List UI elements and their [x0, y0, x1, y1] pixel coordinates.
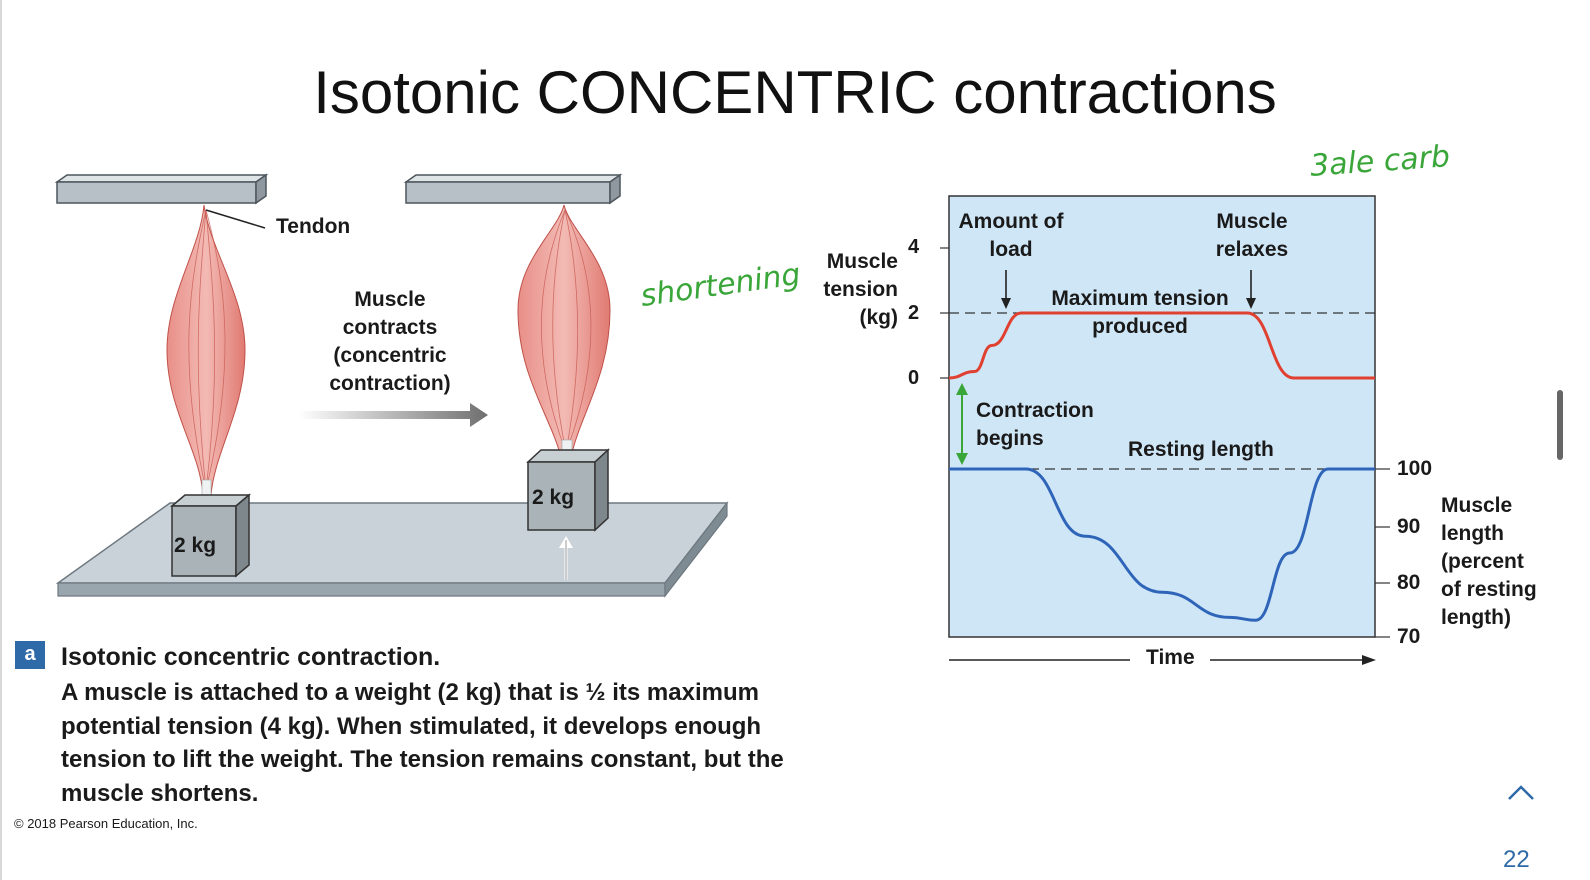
annotation-amount-of-load: Amount of load: [950, 208, 1072, 264]
axis-label-line: of resting: [1441, 578, 1537, 601]
contraction-arrow: [298, 403, 488, 427]
axis-label-line: tension: [823, 278, 898, 301]
scrollbar-thumb[interactable]: [1557, 390, 1563, 460]
caption-heading: Isotonic concentric contraction.: [61, 643, 441, 671]
annotation-line: produced: [1092, 315, 1188, 338]
figure-badge: a: [15, 641, 45, 669]
contraction-label-line: (concentric: [333, 344, 447, 367]
left-support-bar: [56, 181, 257, 204]
scroll-up-chevron-icon[interactable]: [1506, 782, 1536, 804]
tick-label-left: 2: [908, 302, 920, 324]
contracted-muscle: [517, 204, 611, 458]
annotation-max-tension: Maximum tension produced: [1040, 285, 1240, 341]
contraction-label-line: Muscle: [354, 288, 426, 311]
tendon-label: Tendon: [276, 215, 351, 238]
axis-label-line: Muscle: [826, 250, 898, 273]
chart-right-axis-label: Muscle length (percent of resting length…: [1441, 492, 1537, 632]
right-support-bar: [405, 181, 611, 204]
annotation-line: begins: [976, 427, 1044, 450]
weight-left-block: [171, 505, 237, 577]
tension-length-chart: [940, 195, 1390, 665]
copyright-notice: © 2018 Pearson Education, Inc.: [14, 816, 198, 831]
page-title: Isotonic CONCENTRIC contractions: [313, 59, 1277, 126]
contraction-label-line: contracts: [342, 316, 438, 339]
tick-label-right: 70: [1397, 625, 1421, 648]
annotation-line: load: [989, 238, 1033, 261]
tick-label-left: 4: [908, 236, 920, 258]
axis-label-line: length: [1441, 522, 1504, 545]
axis-label-line: (kg): [859, 306, 899, 329]
axis-label-line: (percent: [1441, 550, 1524, 573]
weight-left-label: 2 kg: [174, 534, 217, 557]
contraction-label-line: contraction): [329, 372, 451, 395]
annotation-muscle-relaxes: Muscle relaxes: [1196, 208, 1308, 264]
annotation-line: relaxes: [1215, 238, 1289, 261]
chart-plot-area: [948, 195, 1376, 638]
chart-x-axis-label: Time: [1146, 646, 1195, 669]
handwritten-note-carb: 3ale carb: [1308, 139, 1452, 184]
tick-label-right: 90: [1397, 515, 1421, 538]
caption-body: A muscle is attached to a weight (2 kg) …: [61, 679, 784, 807]
series-line-muscle-length: [949, 467, 1375, 622]
annotation-line: Amount of: [958, 210, 1064, 233]
contraction-label: Muscle contracts (concentric contraction…: [300, 286, 480, 398]
tick-label-right: 100: [1397, 457, 1433, 480]
axis-label-line: Muscle: [1441, 494, 1513, 517]
chart-left-axis-label: Muscle tension (kg): [812, 248, 898, 332]
annotation-line: Contraction: [976, 399, 1094, 422]
window-edge: [0, 0, 2, 880]
annotation-line: Maximum tension: [1051, 287, 1229, 310]
annotation-resting-length: Resting length: [1128, 438, 1274, 461]
muscle-illustration: [54, 173, 729, 598]
page-number: 22: [1503, 846, 1530, 873]
annotation-line: Muscle: [1216, 210, 1288, 233]
axis-label-line: length): [1441, 606, 1511, 629]
annotation-contraction-begins: Contraction begins: [976, 397, 1094, 453]
base-plate: [55, 502, 729, 584]
tick-label-right: 80: [1397, 571, 1421, 594]
weight-right-label: 2 kg: [532, 486, 575, 509]
tick-label-left: 0: [908, 367, 920, 389]
relaxed-muscle: [166, 204, 246, 496]
series-line-muscle-tension: [948, 311, 1375, 380]
